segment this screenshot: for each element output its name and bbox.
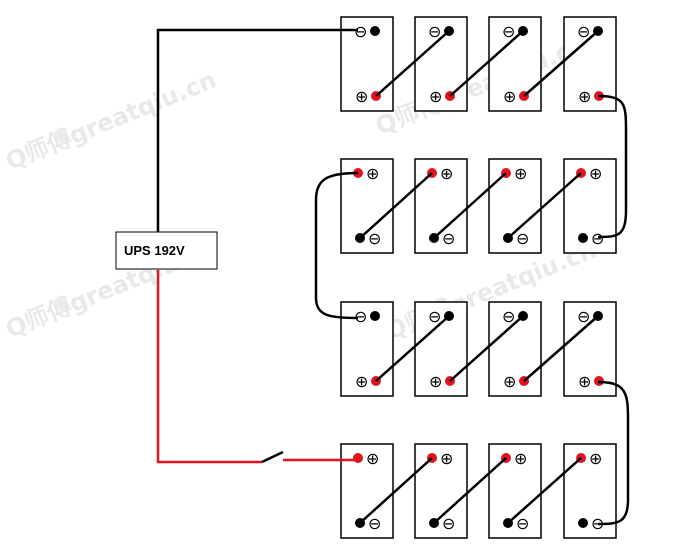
battery-case bbox=[414, 443, 468, 539]
positive-symbol: ⊕ bbox=[440, 449, 453, 468]
battery-case bbox=[563, 301, 617, 397]
positive-terminal bbox=[353, 453, 363, 463]
negative-symbol: ⊖ bbox=[577, 307, 590, 326]
negative-symbol: ⊖ bbox=[516, 229, 529, 248]
negative-symbol: ⊖ bbox=[368, 514, 381, 533]
battery: ⊖⊕ bbox=[563, 301, 617, 397]
watermark-2: Q师傅greatqiu.cn bbox=[372, 31, 590, 141]
positive-lead-wire bbox=[156, 270, 262, 464]
negative-symbol: ⊖ bbox=[502, 307, 515, 326]
series-link-wire bbox=[375, 30, 450, 97]
series-link-wire bbox=[359, 457, 433, 524]
positive-symbol: ⊕ bbox=[578, 87, 591, 106]
series-links bbox=[359, 30, 599, 524]
battery: ⊕⊖ bbox=[563, 158, 617, 254]
battery-case bbox=[563, 443, 617, 539]
positive-symbol: ⊕ bbox=[589, 164, 602, 183]
negative-terminal bbox=[578, 233, 588, 243]
positive-symbol: ⊕ bbox=[589, 449, 602, 468]
negative-terminal bbox=[370, 311, 380, 321]
series-link-wire bbox=[523, 30, 599, 97]
positive-symbol: ⊕ bbox=[366, 164, 379, 183]
row2-row3-loop-wire bbox=[314, 171, 359, 320]
battery: ⊕⊖ bbox=[414, 443, 468, 539]
negative-terminal bbox=[370, 26, 380, 36]
battery: ⊖⊕ bbox=[414, 16, 468, 112]
battery: ⊕⊖ bbox=[488, 158, 542, 254]
row3-row4-loop-wire bbox=[597, 380, 630, 526]
negative-symbol: ⊖ bbox=[354, 307, 367, 326]
battery: ⊖⊕ bbox=[340, 301, 394, 397]
positive-symbol: ⊕ bbox=[440, 164, 453, 183]
battery: ⊖⊕ bbox=[488, 16, 542, 112]
battery-case bbox=[488, 301, 542, 397]
positive-symbol: ⊕ bbox=[429, 87, 442, 106]
negative-symbol: ⊖ bbox=[577, 22, 590, 41]
series-link-wire bbox=[433, 172, 507, 239]
negative-symbol: ⊖ bbox=[591, 229, 604, 248]
battery-case bbox=[340, 16, 394, 112]
series-link-wire bbox=[449, 30, 524, 97]
battery: ⊕⊖ bbox=[340, 158, 394, 254]
negative-lead-wire bbox=[156, 28, 358, 238]
negative-symbol: ⊖ bbox=[502, 22, 515, 41]
positive-symbol: ⊕ bbox=[503, 372, 516, 391]
series-link-wire bbox=[375, 315, 450, 382]
negative-terminal bbox=[578, 518, 588, 528]
positive-symbol: ⊕ bbox=[366, 449, 379, 468]
series-link-wire bbox=[507, 172, 582, 239]
series-link-wire bbox=[433, 457, 507, 524]
negative-symbol: ⊖ bbox=[442, 229, 455, 248]
battery-case bbox=[488, 16, 542, 112]
ups-box bbox=[115, 231, 218, 270]
series-link-wire bbox=[507, 457, 582, 524]
ups-label: UPS 192V bbox=[124, 243, 185, 258]
negative-symbol: ⊖ bbox=[516, 514, 529, 533]
battery: ⊖⊕ bbox=[488, 301, 542, 397]
row1-row2-loop-wire bbox=[597, 94, 628, 239]
battery: ⊕⊖ bbox=[488, 443, 542, 539]
disconnect-switch bbox=[261, 450, 284, 464]
main-wiring bbox=[156, 28, 630, 526]
series-link-wire bbox=[449, 315, 524, 382]
series-link-wire bbox=[359, 172, 433, 239]
negative-symbol: ⊖ bbox=[442, 514, 455, 533]
battery: ⊖⊕ bbox=[340, 16, 394, 112]
negative-symbol: ⊖ bbox=[428, 22, 441, 41]
ups-unit: UPS 192V bbox=[115, 231, 218, 270]
negative-symbol: ⊖ bbox=[368, 229, 381, 248]
positive-symbol: ⊕ bbox=[503, 87, 516, 106]
series-link-wire bbox=[523, 315, 599, 382]
battery-case bbox=[340, 158, 394, 254]
positive-symbol: ⊕ bbox=[429, 372, 442, 391]
battery: ⊕⊖ bbox=[563, 443, 617, 539]
battery: ⊕⊖ bbox=[414, 158, 468, 254]
positive-symbol: ⊕ bbox=[355, 372, 368, 391]
watermark-1: Q师傅greatqiu.cn bbox=[2, 66, 220, 176]
battery-case bbox=[488, 443, 542, 539]
positive-symbol: ⊕ bbox=[355, 87, 368, 106]
positive-symbol: ⊕ bbox=[578, 372, 591, 391]
battery: ⊕⊖ bbox=[340, 443, 394, 539]
battery-bank: ⊖⊕⊖⊕⊖⊕⊖⊕⊕⊖⊕⊖⊕⊖⊕⊖⊖⊕⊖⊕⊖⊕⊖⊕⊕⊖⊕⊖⊕⊖⊕⊖ bbox=[340, 16, 617, 539]
battery: ⊖⊕ bbox=[414, 301, 468, 397]
negative-symbol: ⊖ bbox=[354, 22, 367, 41]
battery-case bbox=[488, 158, 542, 254]
battery-case bbox=[414, 16, 468, 112]
negative-symbol: ⊖ bbox=[591, 514, 604, 533]
positive-symbol: ⊕ bbox=[514, 449, 527, 468]
battery-case bbox=[414, 301, 468, 397]
positive-symbol: ⊕ bbox=[514, 164, 527, 183]
battery-case bbox=[414, 158, 468, 254]
negative-symbol: ⊖ bbox=[428, 307, 441, 326]
